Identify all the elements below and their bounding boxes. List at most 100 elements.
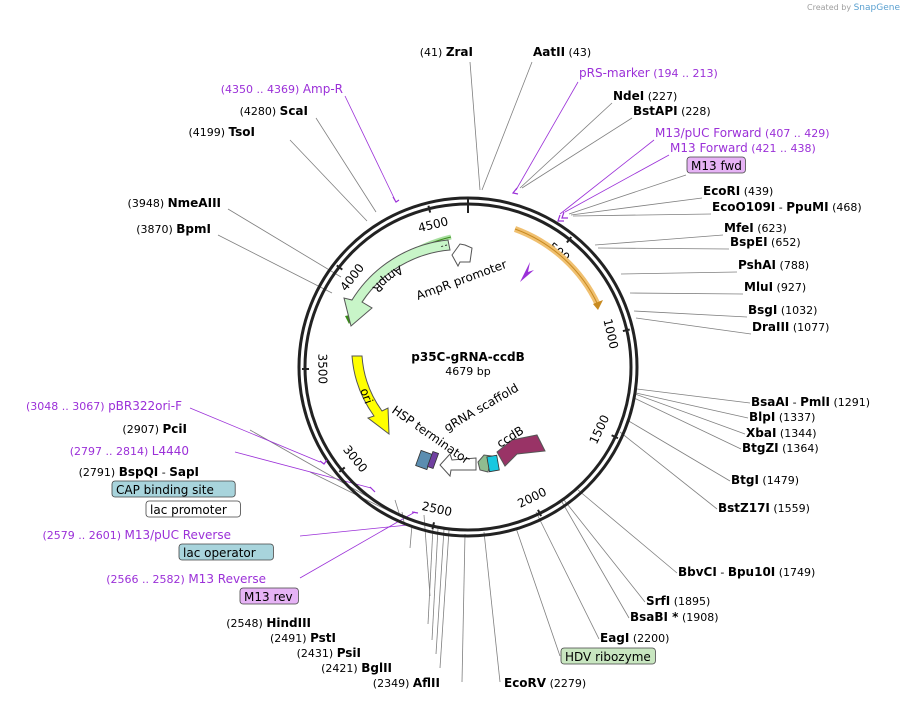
feature-box-label-lac-promoter: lac promoter <box>150 503 227 517</box>
feature-box-lac-promoter <box>145 500 241 518</box>
leader-line-40 <box>234 451 372 489</box>
leader-line-15 <box>635 317 752 335</box>
enzyme-bstz17i: BstZ17I (1559) <box>718 501 810 515</box>
primer-m13-puc-reverse: (2579 .. 2601) M13/pUC Reverse <box>42 528 231 542</box>
tick-mark-4500 <box>427 205 432 213</box>
tick-mark-3000 <box>338 466 346 473</box>
label-ori: ori <box>357 386 375 405</box>
leader-line-3 <box>519 102 613 189</box>
plasmid-length: 4679 bp <box>445 365 490 378</box>
enzyme-hindiii: (2548) HindIII <box>226 616 311 630</box>
enzyme-ecori: EcoRI (439) <box>703 184 773 198</box>
primer-mark-m13f <box>561 211 568 219</box>
leader-line-26 <box>515 527 561 657</box>
leader-line-5 <box>559 139 655 215</box>
primer-pbr322ori-f: (3048 .. 3067) pBR322ori-F <box>26 399 182 413</box>
tick-label-1500: 1500 <box>587 413 613 447</box>
leader-line-4 <box>521 117 633 189</box>
feature-box-lac-operator <box>178 543 274 561</box>
leader-line-18 <box>634 393 746 435</box>
enzyme-xbai: XbaI (1344) <box>746 426 816 440</box>
enzyme-mfei: MfeI (623) <box>724 221 787 235</box>
primer-mark-m13rev <box>411 511 419 514</box>
enzyme-zrai: (41) ZraI <box>420 45 473 59</box>
leader-line-19 <box>633 397 742 450</box>
leader-line-12 <box>620 271 738 275</box>
enzyme-psii: (2431) PsiI <box>297 646 361 660</box>
enzyme-ndei: NdeI (227) <box>613 89 677 103</box>
leader-line-47 <box>344 95 396 201</box>
enzyme-bglii: (2421) BglII <box>321 661 392 675</box>
tick-mark-4000 <box>336 264 343 271</box>
primer-mark-prs <box>511 187 519 195</box>
enzyme-nmeaiii: (3948) NmeAIII <box>128 196 221 210</box>
feature-box-label-m13-rev: M13 rev <box>244 590 293 604</box>
purple-marker <box>520 262 534 282</box>
leader-line-34 <box>299 511 416 579</box>
enzyme-bpmi: (3870) BpmI <box>136 222 211 236</box>
leader-line-13 <box>629 292 744 295</box>
feature-ori <box>351 355 390 436</box>
leader-line-16 <box>636 388 751 404</box>
feature-ampr <box>343 239 451 327</box>
leader-line-21 <box>619 431 718 510</box>
tick-label-3000: 3000 <box>340 443 370 476</box>
feature-small-purple <box>426 450 440 470</box>
leader-line-30 <box>435 528 445 655</box>
primer-m13-forward: M13 Forward (421 .. 438) <box>670 141 816 155</box>
leader-lines <box>189 61 752 683</box>
leader-line-8 <box>570 197 703 216</box>
enzyme-ecoo109i: EcoO109I - PpuMI (468) <box>712 200 862 214</box>
leader-line-31 <box>431 527 439 641</box>
tick-mark-2500 <box>431 522 435 530</box>
primer-mark-m13pucf <box>557 214 564 222</box>
enzyme-aflii: (2349) AflII <box>373 676 440 690</box>
enzyme-scai: (4280) ScaI <box>240 104 308 118</box>
primer-l4440: (2797 .. 2814) L4440 <box>70 444 189 458</box>
primer-m13-puc-forward: M13/pUC Forward (407 .. 429) <box>655 126 830 140</box>
enzyme-bsabi: BsaBI * (1908) <box>630 610 719 624</box>
feature-box-label-cap-binding-site: CAP binding site <box>116 483 214 497</box>
tick-mark-1500 <box>611 434 619 440</box>
tick-label-3500: 3500 <box>315 353 329 384</box>
enzyme-bstapi: BstAPI (228) <box>633 104 711 118</box>
leader-line-7 <box>568 174 687 215</box>
leader-line-29 <box>439 529 450 669</box>
leader-line-39 <box>309 471 394 514</box>
plasmid-name: p35C-gRNA-ccdB <box>411 350 524 364</box>
enzyme-bsaai: BsaAI - PmlI (1291) <box>751 395 870 409</box>
enzyme-ecorv: EcoRV (2279) <box>504 676 586 690</box>
leader-line-43 <box>217 234 333 294</box>
enzyme-bspqi: (2791) BspQI - SapI <box>79 465 199 479</box>
leader-line-14 <box>633 310 748 318</box>
enzyme-pcii: (2907) PciI <box>122 422 187 436</box>
tick-label-2000: 2000 <box>515 485 549 511</box>
leader-line-36 <box>299 524 409 537</box>
primer-mark-l4440 <box>369 486 376 493</box>
tick-mark-500 <box>566 236 573 244</box>
enzyme-bsgi: BsgI (1032) <box>748 303 817 317</box>
tick-label-2500: 2500 <box>420 499 453 519</box>
leader-line-25 <box>535 511 600 640</box>
enzyme-eagi: EagI (2200) <box>600 631 669 645</box>
enzyme-pshai: PshAI (788) <box>738 258 809 272</box>
feature-box-m13-rev <box>239 587 299 605</box>
leader-line-0 <box>469 61 481 191</box>
primer-mark-pbr322 <box>319 459 328 465</box>
feature-ccdb <box>496 434 546 467</box>
leader-line-6 <box>564 154 670 213</box>
leader-line-44 <box>227 208 342 278</box>
feature-box-label-m13-fwd: M13 fwd <box>691 159 742 173</box>
feature-box-label-lac-operator: lac operator <box>183 546 256 560</box>
enzyme-draiii: DraIII (1077) <box>752 320 829 334</box>
leader-line-10 <box>594 234 724 246</box>
leader-line-41 <box>249 429 385 507</box>
tick-label-4500: 4500 <box>417 214 450 235</box>
leader-line-45 <box>289 139 368 222</box>
primer-prs-marker: pRS-marker (194 .. 213) <box>579 66 718 80</box>
leader-line-17 <box>635 392 749 419</box>
enzyme-srfi: SrfI (1895) <box>646 594 710 608</box>
leader-line-33 <box>423 514 431 597</box>
